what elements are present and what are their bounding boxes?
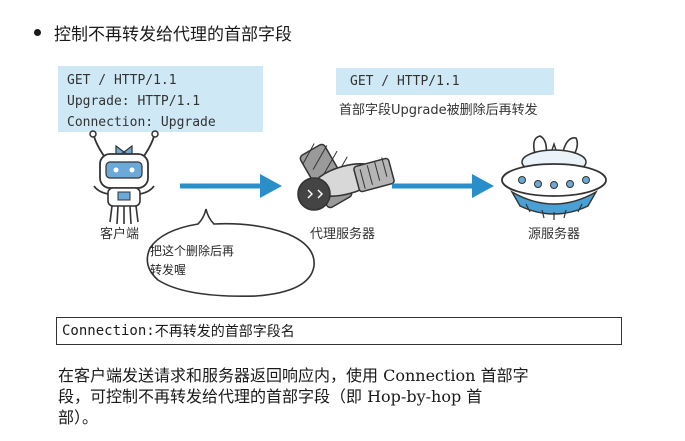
diagram-graphics — [89, 130, 607, 297]
heading-text: 控制不再转发给代理的首部字段 — [54, 25, 292, 45]
client-label: 客户端 — [100, 227, 140, 242]
paragraph-line: 部）。 — [58, 408, 99, 427]
arrow-right-icon — [180, 174, 282, 198]
speech-line: 转发喔 — [150, 263, 187, 277]
proxy-label: 代理服务器 — [310, 227, 376, 242]
paragraph-line: 段，可控制不再转发给代理的首部字段（即 Hop-by-hop 首 — [58, 387, 483, 406]
speech-bubble — [146, 208, 315, 297]
proxy-request-box: GET / HTTP/1.1 — [336, 68, 554, 95]
proxy-request-line: GET / HTTP/1.1 — [350, 74, 460, 89]
paragraph-line: 在客户端发送请求和服务器返回响应内，使用 Connection 首部字 — [58, 366, 529, 385]
origin-ufo-icon — [501, 135, 607, 220]
client-request-line: Upgrade: HTTP/1.1 — [67, 94, 201, 109]
origin-label: 源服务器 — [528, 227, 581, 242]
client-request-line: GET / HTTP/1.1 — [67, 73, 177, 88]
syntax-box: Connection: 不再转发的首部字段名 — [56, 317, 622, 345]
bullet-icon — [34, 29, 41, 36]
section-heading: 控制不再转发给代理的首部字段 — [34, 20, 292, 45]
speech-line: 把这个删除后再 — [150, 244, 235, 258]
description-paragraph: 在客户端发送请求和服务器返回响应内，使用 Connection 首部字 段，可控… — [58, 365, 638, 428]
client-robot-icon — [89, 130, 159, 225]
arrow-right-icon — [392, 174, 494, 198]
syntax-text: 不再转发的首部字段名 — [154, 324, 295, 340]
client-request-line: Connection: Upgrade — [67, 115, 216, 130]
speech-text: 把这个删除后再转发喔 — [150, 242, 234, 280]
syntax-code: Connection: — [62, 323, 155, 339]
proxy-satellite-icon — [297, 143, 395, 211]
proxy-note: 首部字段Upgrade被删除后再转发 — [339, 103, 538, 118]
